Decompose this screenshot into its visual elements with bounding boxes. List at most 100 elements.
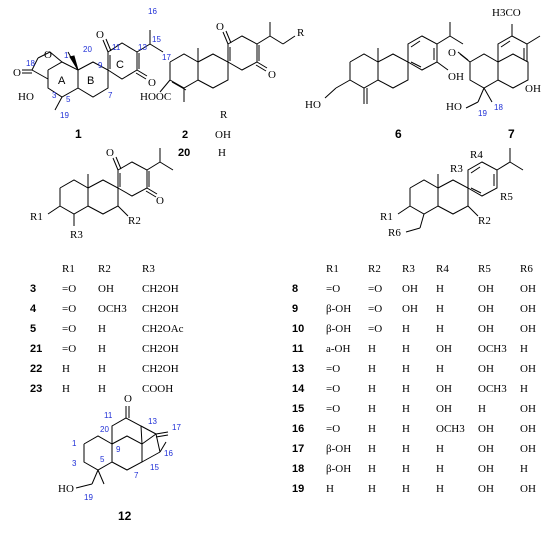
t8-cell: H xyxy=(368,443,376,455)
t8-cell: H xyxy=(368,423,376,435)
c12-num-7: 7 xyxy=(134,471,139,480)
compound-1-structure xyxy=(22,30,164,111)
t8-cell: OH xyxy=(520,443,536,455)
t8-cell: OH xyxy=(520,403,536,415)
c12-ketone-oxygen: O xyxy=(124,393,132,405)
c1-ring-c: C xyxy=(116,59,124,71)
t8-cell: β-OH xyxy=(326,443,351,455)
t8-row-id: 14 xyxy=(292,383,305,395)
t3-row-id: 5 xyxy=(30,323,36,335)
t8-cell: a-OH xyxy=(326,343,350,355)
t3-cell: H xyxy=(62,383,70,395)
c7-methoxy: H3CO xyxy=(492,7,521,19)
c12-num-9: 9 xyxy=(116,445,121,454)
c1-num-3: 3 xyxy=(52,91,57,100)
t3-cell: CH2OH xyxy=(142,283,179,295)
c2-r-group: R xyxy=(297,27,305,39)
compound-6-structure xyxy=(324,22,464,104)
t8-header-r6: R6 xyxy=(520,263,533,275)
t8-cell: OH xyxy=(478,283,494,295)
c7-hydroxyl-19: HO xyxy=(446,101,462,113)
t3-cell: OH xyxy=(98,283,114,295)
t8-cell: OCH3 xyxy=(478,383,507,395)
t3-cell: H xyxy=(98,323,106,335)
t8-cell: OH xyxy=(520,483,536,495)
compound-3-structure xyxy=(47,148,174,226)
t8-cell: H xyxy=(402,363,410,375)
t8-header-r1: R1 xyxy=(326,263,339,275)
compound-8-structure xyxy=(397,148,524,233)
t8-cell: H xyxy=(368,483,376,495)
t8-row-id: 9 xyxy=(292,303,298,315)
t8-cell: H xyxy=(520,463,528,475)
t3-cell: H xyxy=(62,363,70,375)
compound-7-id: 7 xyxy=(508,127,515,141)
t3-cell: CH2OAc xyxy=(142,323,184,335)
c12-num-1: 1 xyxy=(72,439,77,448)
t8-cell: H xyxy=(368,463,376,475)
t3-row-id: 4 xyxy=(30,303,37,315)
t8-cell: H xyxy=(520,343,528,355)
c7-hydroxyl-ar: OH xyxy=(525,83,541,95)
c1-num-1: 1 xyxy=(64,51,69,60)
c8-r5-label: R5 xyxy=(500,191,513,203)
t8-cell: OCH3 xyxy=(436,423,465,435)
t8-cell: H xyxy=(368,343,376,355)
t8-cell: H xyxy=(368,363,376,375)
t8-cell: =O xyxy=(326,403,340,415)
t3-cell: COOH xyxy=(142,383,173,395)
t8-cell: H xyxy=(436,323,444,335)
t8-row-id: 16 xyxy=(292,423,304,435)
c2-table-header: R xyxy=(220,109,228,121)
c1-ring-a: A xyxy=(58,75,66,87)
c2-row-id: 2 xyxy=(182,129,188,141)
t3-header-r1: R1 xyxy=(62,263,75,275)
c1-oxygen-carbonyl: O xyxy=(13,67,21,79)
t8-row-id: 13 xyxy=(292,363,304,375)
c12-num-13: 13 xyxy=(148,417,157,426)
t8-cell: =O xyxy=(368,283,382,295)
t8-row-id: 15 xyxy=(292,403,304,415)
t3-row-id: 22 xyxy=(30,363,42,375)
t8-cell: OH xyxy=(478,423,494,435)
compound-6-id: 6 xyxy=(395,127,402,141)
c12-num-11: 11 xyxy=(104,411,113,420)
c1-num-7: 7 xyxy=(108,91,113,100)
c1-num-18: 18 xyxy=(26,59,35,68)
t8-cell: OH xyxy=(520,323,536,335)
t3-row-id: 21 xyxy=(30,343,42,355)
t3-cell: =O xyxy=(62,323,76,335)
c2-oxygen-14: O xyxy=(268,69,276,81)
c1-num-16: 16 xyxy=(148,7,157,16)
c8-r4-label: R4 xyxy=(470,149,483,161)
c12-num-17: 17 xyxy=(172,423,181,432)
c6-hydroxyl-19: HO xyxy=(305,99,321,111)
t8-cell: H xyxy=(368,383,376,395)
t8-row-id: 18 xyxy=(292,463,304,475)
c3-r2-label: R2 xyxy=(128,215,141,227)
compound-2-structure xyxy=(159,22,296,102)
t8-cell: OH xyxy=(520,303,536,315)
c3-oxygen-14: O xyxy=(156,195,164,207)
t8-cell: =O xyxy=(326,283,340,295)
t8-cell: OH xyxy=(436,343,452,355)
t8-row-id: 17 xyxy=(292,443,304,455)
c20-row-r: H xyxy=(218,147,226,159)
t8-header-r2: R2 xyxy=(368,263,381,275)
t8-cell: OH xyxy=(402,303,418,315)
c3-r1-label: R1 xyxy=(30,211,43,223)
t8-cell: OH xyxy=(436,383,452,395)
c12-num-15: 15 xyxy=(150,463,159,472)
c8-r2-label: R2 xyxy=(478,215,491,227)
compound-12-structure xyxy=(75,406,169,489)
c12-num-3: 3 xyxy=(72,459,77,468)
t8-cell: H xyxy=(436,463,444,475)
c12-num-16: 16 xyxy=(164,449,173,458)
t8-cell: β-OH xyxy=(326,303,351,315)
t8-header-r5: R5 xyxy=(478,263,491,275)
table-8-series: R1 R2 R3 R4 R5 R6 xyxy=(326,263,533,275)
t8-cell: H xyxy=(402,423,410,435)
t8-cell: OH xyxy=(478,363,494,375)
t3-header-r2: R2 xyxy=(98,263,111,275)
